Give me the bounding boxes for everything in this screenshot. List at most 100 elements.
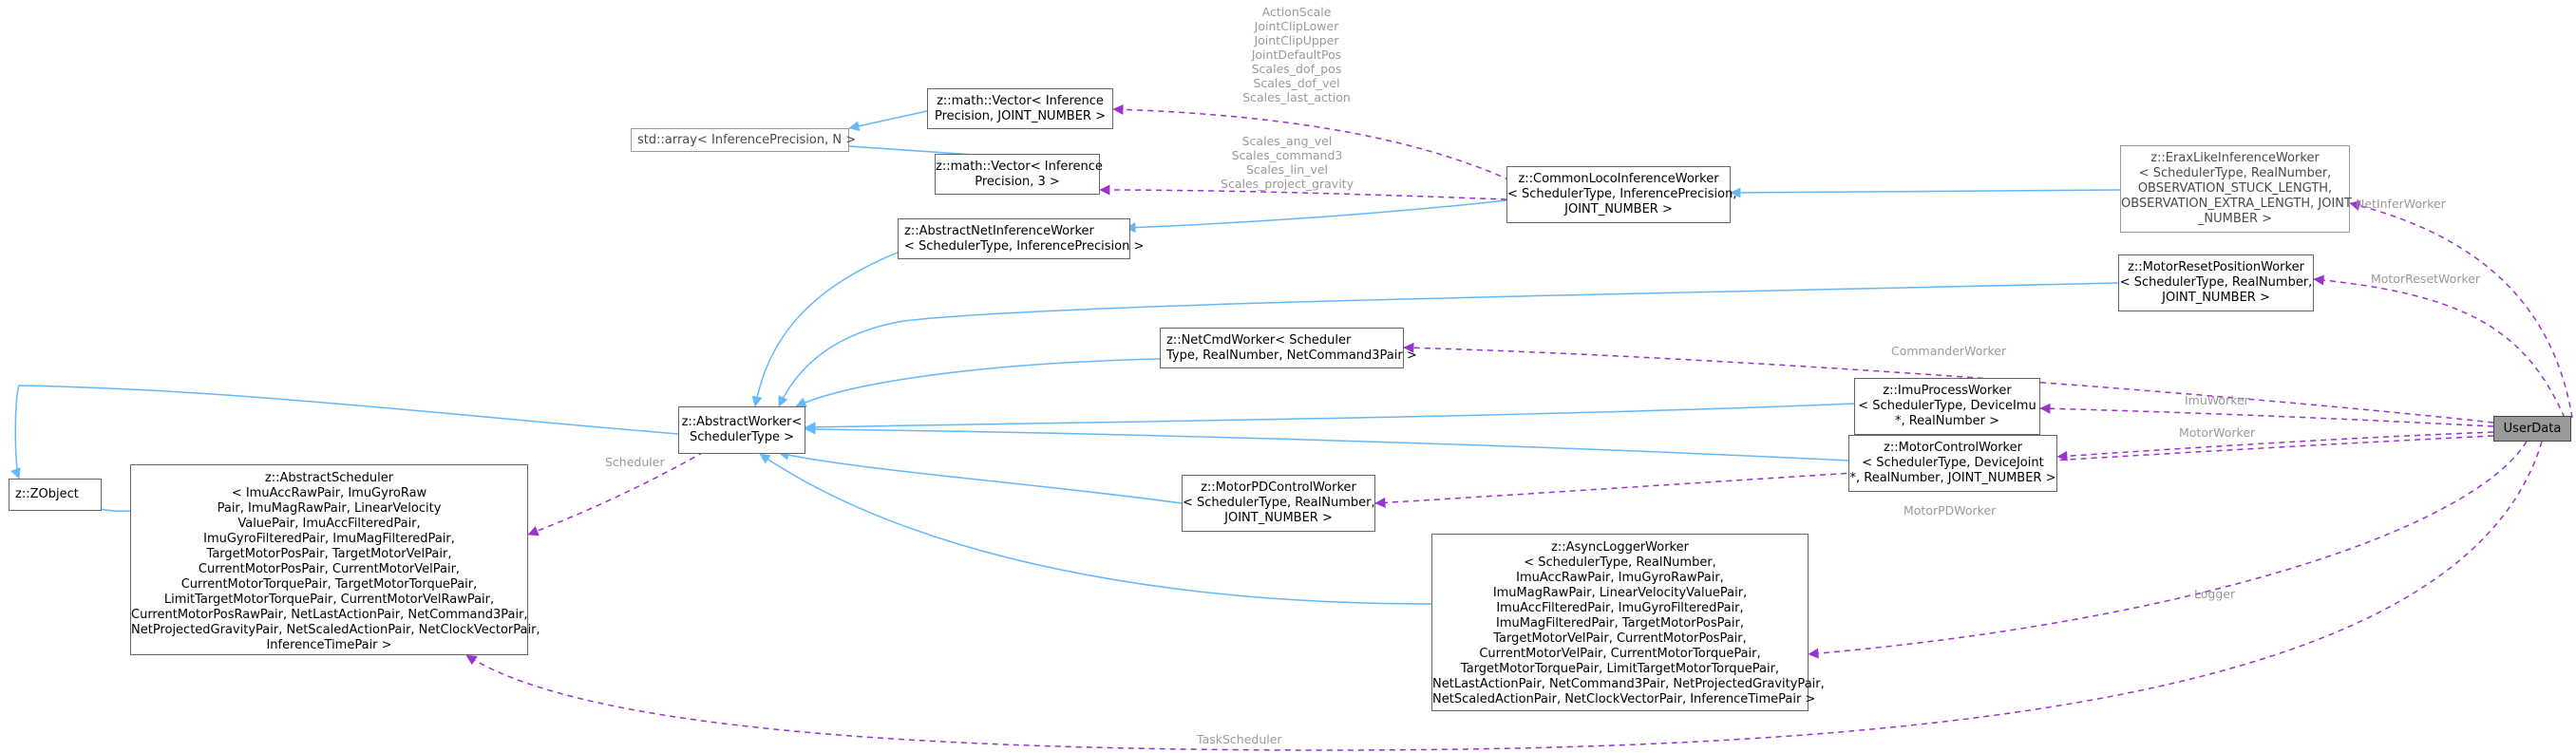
node-text-line: TargetMotorTorquePair, LimitTargetMotorT… [1460,662,1780,676]
edge-erax-to-common-loco [1730,187,2121,198]
node-text-line: < ImuAccRawPair, ImuGyroRaw [231,486,427,500]
edge-motor-worker [2056,431,2494,461]
label-commander-worker: CommanderWorker [1891,344,2007,358]
node-text-line: NetScaledActionPair, NetClockVectorPair,… [1432,692,1816,706]
node-text-line: Precision, 3 > [975,175,1060,189]
node-std-array[interactable]: std::array< InferencePrecision, N > [631,128,857,152]
edge-label-line: Scales_dof_pos [1251,62,1342,76]
edge-label-line: Scales_dof_vel [1253,76,1340,90]
node-text-line: UserData [2503,422,2562,436]
edge-abstract-worker-to-zobject [10,385,679,480]
node-text-line: InferenceTimePair > [266,638,392,652]
node-text-line: _NUMBER > [2197,212,2273,226]
edge-label-line: JointDefaultPos [1251,47,1342,62]
node-text-line: Pair, ImuMagRawPair, LinearVelocity [217,501,442,516]
node-text-line: JOINT_NUMBER > [2162,291,2270,305]
node-abstract-net-inference-worker[interactable]: z::AbstractNetInferenceWorker< Scheduler… [898,218,1145,259]
node-text-line: std::array< InferencePrecision, N > [637,133,857,147]
edge-net-infer-worker [2349,200,2573,419]
node-text-line: z::AbstractNetInferenceWorker [904,224,1094,238]
node-text-line: JOINT_NUMBER > [1564,202,1673,216]
node-text-line: z::ImuProcessWorker [1883,384,2012,398]
node-text-line: < SchedulerType, RealNumber, [1183,496,1375,510]
node-text-line: z::AbstractWorker< [681,415,803,429]
edge-task-scheduler [465,441,2543,751]
edge-vector-joint-to-std-array [848,110,928,132]
node-text-line: < SchedulerType, RealNumber, [1524,555,1716,570]
node-text-line: < SchedulerType, DeviceImu [1858,399,2036,413]
node-text-line: *, RealNumber, JOINT_NUMBER > [1849,471,2056,485]
node-text-line: TargetMotorPosPair, TargetMotorVelPair, [206,547,452,561]
node-imu-process-worker[interactable]: z::ImuProcessWorker< SchedulerType, Devi… [1854,378,2040,435]
edge-commander-worker [1403,342,2494,424]
node-motor-pd-control-worker[interactable]: z::MotorPDControlWorker< SchedulerType, … [1182,475,1375,532]
node-text-line: < SchedulerType, RealNumber, [2119,275,2313,290]
node-text-line: z::ZObject [15,487,79,501]
node-text-line: JOINT_NUMBER > [1224,511,1333,525]
node-motor-reset-position-worker[interactable]: z::MotorResetPositionWorker< SchedulerTy… [2118,254,2314,311]
edge-imu-process-to-abstract-worker [805,403,1855,433]
edge-vector-joint-members [1112,104,1511,181]
node-text-line: z::NetCmdWorker< Scheduler [1166,333,1352,348]
node-text-line: OBSERVATION_EXTRA_LENGTH, JOINT [2121,197,2352,211]
node-text-line: Type, RealNumber, NetCommand3Pair > [1166,348,1417,363]
node-common-loco-inference-worker[interactable]: z::CommonLocoInferenceWorker< SchedulerT… [1506,166,1737,223]
node-erax-like-inference-worker[interactable]: z::EraxLikeInferenceWorker< SchedulerTyp… [2120,145,2352,233]
node-async-logger-worker[interactable]: z::AsyncLoggerWorker< SchedulerType, Rea… [1431,534,1825,711]
node-text-line: CurrentMotorPosRawPair, NetLastActionPai… [131,608,528,622]
edge-motor-reset-to-abstract-worker [778,282,2119,407]
node-text-line: CurrentMotorTorquePair, TargetMotorTorqu… [180,577,478,592]
edge-vector-3-members [1099,184,1507,200]
label-motor-pd-worker: MotorPDWorker [1904,503,1997,518]
edge-motor-pd-to-abstract-worker [778,449,1183,504]
edge-label-line: Scales_lin_vel [1245,162,1329,177]
node-text-line: ImuMagRawPair, LinearVelocityValuePair, [1492,586,1748,600]
node-text-line: z::math::Vector< Inference [936,160,1103,174]
label-scheduler: Scheduler [605,455,665,469]
edge-label-line: JointClipUpper [1254,33,1339,47]
node-text-line: OBSERVATION_STUCK_LENGTH, [2137,181,2333,196]
node-motor-control-worker[interactable]: z::MotorControlWorker< SchedulerType, De… [1848,435,2057,492]
edge-net-inference-to-abstract-worker [751,236,941,407]
edge-label-line: Scales_command3 [1231,148,1343,162]
node-zobject[interactable]: z::ZObject [9,479,102,511]
node-text-line: z::MotorControlWorker [1884,441,2022,455]
node-text-line: Precision, JOINT_NUMBER > [935,109,1106,123]
node-text-line: z::MotorPDControlWorker [1201,480,1356,495]
edge-logger [1808,441,2528,659]
node-text-line: < SchedulerType, DeviceJoint [1862,456,2044,470]
edge-label-line: Scales_ang_vel [1241,134,1333,148]
label-logger: Logger [2194,587,2236,601]
node-text-line: ImuGyroFilteredPair, ImuMagFilteredPair, [203,532,455,546]
node-abstract-scheduler[interactable]: z::AbstractScheduler< ImuAccRawPair, Imu… [130,464,540,655]
node-abstract-worker[interactable]: z::AbstractWorker< SchedulerType > [678,406,805,454]
edge-label-line: Scales_last_action [1242,90,1351,104]
node-text-line: NetLastActionPair, NetCommand3Pair, NetP… [1432,677,1825,691]
node-text-line: SchedulerType > [690,430,794,444]
edge-motor-reset-worker [2313,274,2566,419]
edge-imu-worker [2039,403,2494,427]
node-text-line: z::EraxLikeInferenceWorker [2150,151,2320,165]
node-text-line: < SchedulerType, InferencePrecision > [904,239,1145,254]
node-user-data[interactable]: UserData [2493,416,2571,442]
node-text-line: NetProjectedGravityPair, NetScaledAction… [131,623,540,637]
node-text-line: < SchedulerType, RealNumber, [2138,166,2332,180]
label-imu-worker: ImuWorker [2185,393,2249,407]
edge-label-line: Scales_project_gravity [1221,177,1354,191]
node-text-line: ImuMagFilteredPair, TargetMotorPosPair, [1496,616,1744,631]
node-text-line: z::AsyncLoggerWorker [1551,540,1689,555]
edge-common-loco-to-net-inference [1125,199,1507,234]
node-text-line: *, RealNumber > [1894,414,2000,428]
node-text-line: z::MotorResetPositionWorker [2128,260,2304,274]
node-text-line: LimitTargetMotorTorquePair, CurrentMotor… [163,593,495,607]
node-text-line: z::math::Vector< Inference [937,94,1104,108]
edge-net-cmd-to-abstract-worker [795,358,1161,407]
node-text-line: < SchedulerType, InferencePrecision, [1507,187,1737,201]
